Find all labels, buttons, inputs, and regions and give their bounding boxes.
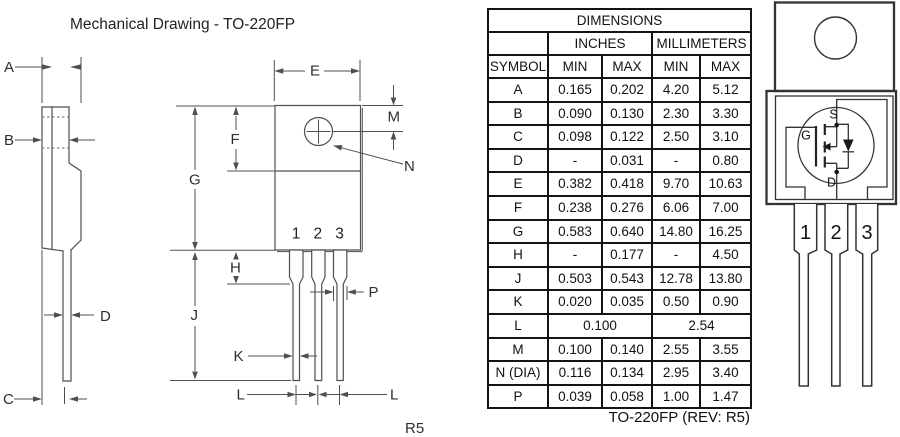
- lead-3: [332, 249, 348, 382]
- unit-group-millimeters: MILLIMETERS: [650, 31, 753, 56]
- lead-1: [288, 249, 304, 382]
- side-view-outline: [41, 106, 82, 382]
- dim-label-l-right: L: [390, 387, 398, 404]
- table-footer: TO-220FP (REV: R5): [608, 409, 750, 426]
- pin-number-2: 2: [830, 222, 841, 244]
- revision-note: R5: [405, 420, 424, 437]
- side-view-dimensions: [14, 57, 95, 405]
- terminal-label-drain: D: [827, 176, 836, 190]
- table-title-row: DIMENSIONS: [486, 8, 753, 33]
- drawing-title: Mechanical Drawing - TO-220FP: [70, 16, 296, 33]
- dim-label-b: B: [4, 132, 14, 149]
- dim-label-a: A: [4, 59, 14, 76]
- front-view-dimensions: [170, 60, 404, 405]
- table-row: D-0.031-0.80: [487, 147, 753, 174]
- package-body-inner: [774, 95, 894, 201]
- table-unit-group-row: INCHES MILLIMETERS: [487, 31, 753, 56]
- dim-label-p: P: [369, 284, 379, 301]
- gate-wire: [785, 126, 816, 200]
- front-view-drawing: E M N F G H J K P L L 1 2 3 R5: [170, 60, 424, 437]
- pin-number-2: 2: [313, 226, 322, 243]
- front-view-leads: [288, 249, 348, 382]
- package-leads: [793, 204, 879, 387]
- lead-2: [824, 204, 849, 387]
- dim-label-h: H: [230, 260, 241, 277]
- dim-label-n: N: [404, 158, 415, 175]
- lead-3: [855, 204, 879, 387]
- table-row: H-0.177-4.50: [487, 242, 753, 268]
- mosfet-symbol: [785, 98, 888, 200]
- drain-node-dot: [834, 169, 839, 175]
- dim-label-g: G: [189, 172, 201, 189]
- unit-group-inches: INCHES: [547, 31, 653, 56]
- pin-number-3: 3: [335, 226, 344, 243]
- transistor-symbol-circle: [797, 106, 875, 185]
- body-arrow: [822, 142, 831, 151]
- lead-1: [793, 204, 818, 387]
- dim-label-j: J: [191, 307, 199, 324]
- dim-label-k: K: [234, 348, 244, 365]
- dim-label-d: D: [100, 308, 111, 325]
- table-title: DIMENSIONS: [486, 8, 753, 33]
- side-view-drawing: A B C D: [3, 57, 111, 408]
- dim-label-e: E: [310, 63, 320, 80]
- dim-label-m: M: [388, 109, 401, 126]
- dim-label-f: F: [231, 131, 240, 148]
- tab-hole: [813, 16, 858, 60]
- dim-label-l-left: L: [237, 387, 245, 404]
- pin-number-1: 1: [292, 226, 301, 243]
- source-wire: [836, 98, 888, 200]
- body-diode-triangle: [843, 139, 854, 152]
- pin-number-1: 1: [800, 222, 811, 244]
- lead-2: [311, 249, 326, 382]
- terminal-label-gate: G: [801, 129, 811, 143]
- terminal-label-source: S: [829, 108, 837, 122]
- source-node-dot: [834, 122, 839, 128]
- dim-label-c: C: [3, 391, 14, 408]
- pin-number-3: 3: [861, 222, 872, 244]
- package-tab: [773, 1, 896, 93]
- dimensions-table: DIMENSIONS INCHES MILLIMETERS SYMBOL MIN…: [486, 8, 753, 410]
- table-header-row: SYMBOL MIN MAX MIN MAX: [487, 54, 753, 79]
- package-symbol-drawing: S G D 1 2 3: [765, 1, 898, 387]
